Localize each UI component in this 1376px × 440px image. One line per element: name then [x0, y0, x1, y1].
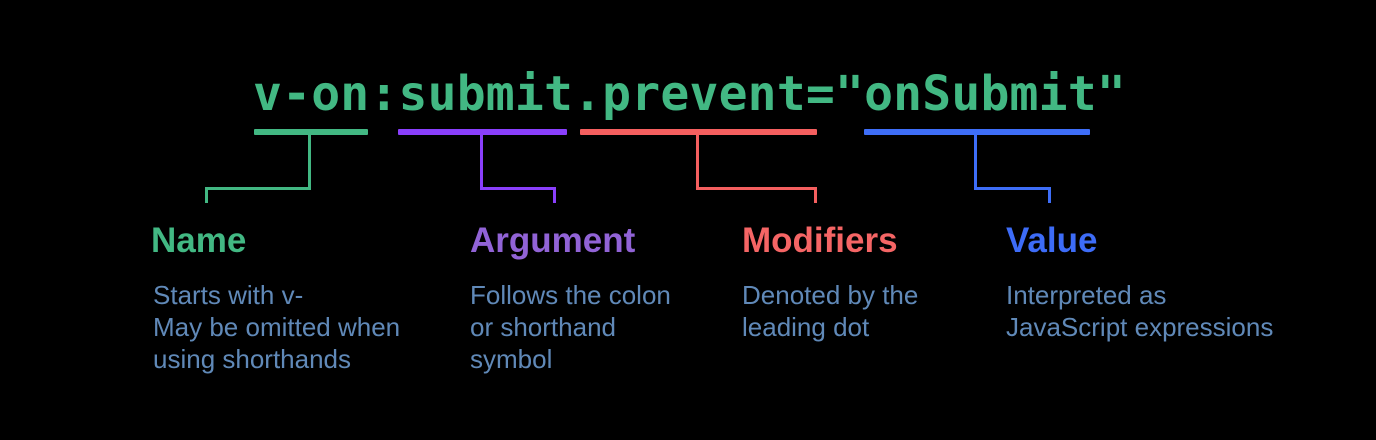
description-line: Follows the colon: [470, 280, 671, 310]
name-label: Name: [151, 221, 247, 260]
argument-connector-stem: [480, 135, 483, 190]
argument-description: Follows the colon or shorthand symbol: [470, 279, 671, 375]
value-connector-stem: [974, 135, 977, 190]
description-line: May be omitted when: [153, 312, 401, 342]
description-line: Interpreted as: [1006, 280, 1167, 310]
modifiers-label: Modifiers: [742, 221, 898, 260]
modifiers-connector-drop: [814, 187, 817, 203]
argument-underline: [398, 129, 567, 135]
description-line: leading dot: [742, 312, 870, 342]
name-underline: [254, 129, 368, 135]
description-line: Denoted by the: [742, 280, 919, 310]
description-line: JavaScript expressions: [1006, 312, 1274, 342]
modifiers-connector-stem: [696, 135, 699, 190]
value-label: Value: [1006, 221, 1098, 260]
value-description: Interpreted as JavaScript expressions: [1006, 279, 1273, 343]
name-connector-drop: [205, 187, 208, 203]
name-connector-elbow: [205, 187, 311, 190]
name-description: Starts with v- May be omitted when using…: [153, 279, 400, 375]
value-connector-drop: [1048, 187, 1051, 203]
description-line: using shorthands: [153, 344, 352, 374]
description-line: Starts with v-: [153, 280, 304, 310]
modifiers-underline: [580, 129, 817, 135]
value-connector-elbow: [974, 187, 1051, 190]
value-underline: [864, 129, 1090, 135]
description-line: symbol: [470, 344, 553, 374]
argument-label: Argument: [470, 221, 636, 260]
name-connector-stem: [308, 135, 311, 190]
modifiers-connector-elbow: [696, 187, 817, 190]
modifiers-description: Denoted by the leading dot: [742, 279, 918, 343]
argument-connector-elbow: [480, 187, 556, 190]
argument-connector-drop: [553, 187, 556, 203]
code-snippet: v-on:submit.prevent="onSubmit": [253, 66, 1126, 122]
description-line: or shorthand: [470, 312, 616, 342]
